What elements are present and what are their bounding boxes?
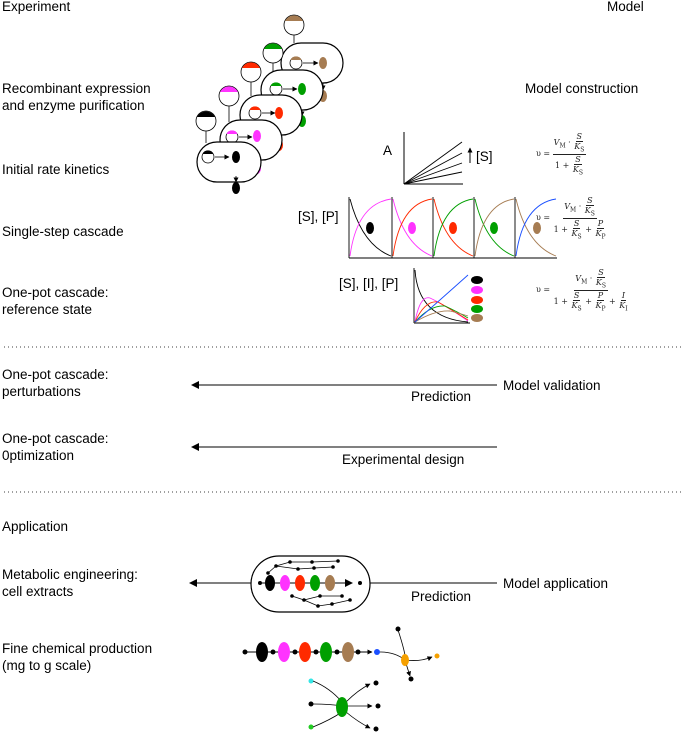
m-subscript: M xyxy=(559,142,566,150)
plus-sign: + xyxy=(609,296,616,306)
s-subscript: S xyxy=(577,305,582,313)
p-symbol: P xyxy=(597,218,604,228)
one-pot-axis-label: [S], [I], [P] xyxy=(339,276,399,291)
one-plus: 1 + xyxy=(553,296,568,306)
dot-symbol: · xyxy=(568,137,571,147)
cell-black xyxy=(195,110,262,194)
s-subscript: S xyxy=(577,233,582,241)
legend-brown xyxy=(471,314,483,322)
single-step-panel-1 xyxy=(348,197,392,259)
single-step-panel-2 xyxy=(391,197,433,259)
vm-symbol: V xyxy=(553,137,560,147)
i-symbol: I xyxy=(621,290,626,300)
one-pot-perturbations-label: One-pot cascade: perturbations xyxy=(2,367,109,399)
k-symbol: K xyxy=(574,142,581,151)
formula-v: υ = xyxy=(536,149,551,159)
single-step-label: Single-step cascade xyxy=(2,224,124,239)
prediction-label-2: Prediction xyxy=(411,589,472,604)
experimental-design-label: Experimental design xyxy=(342,452,465,467)
one-plus: 1 + xyxy=(553,224,568,234)
k-symbol: K xyxy=(595,228,602,238)
metabolic-label: Metabolic engineering: cell extracts xyxy=(2,567,138,599)
k-symbol: K xyxy=(584,206,591,215)
formula-v: υ = xyxy=(536,285,551,295)
formula-v: υ = xyxy=(536,213,551,223)
k-symbol: K xyxy=(572,164,579,174)
k-symbol: K xyxy=(619,300,626,310)
one-pot-reference-plot xyxy=(413,268,483,324)
dot-symbol: · xyxy=(589,273,593,283)
s-symbol: S xyxy=(575,154,581,164)
p-subscript: P xyxy=(601,233,606,241)
s-subscript: S xyxy=(580,146,585,154)
legend-red xyxy=(471,296,483,304)
s-symbol: S xyxy=(573,218,580,228)
single-step-axis-label: [S], [P] xyxy=(298,209,339,224)
fine-chemical-label: Fine chemical production (mg to g scale) xyxy=(2,641,153,673)
s-subscript: S xyxy=(578,169,583,177)
k-symbol: K xyxy=(595,300,602,310)
model-validation-label: Model validation xyxy=(503,378,601,393)
enzyme-red xyxy=(275,107,283,119)
enzyme-black xyxy=(232,151,240,163)
i-subscript: I xyxy=(625,305,628,313)
model-application-label: Model application xyxy=(503,576,609,591)
initial-rate-label: Initial rate kinetics xyxy=(2,162,110,177)
colony-cap-brown xyxy=(285,15,303,21)
initial-rate-s-label: [S] xyxy=(476,149,493,164)
enzyme-magenta xyxy=(253,130,261,142)
cell-red xyxy=(239,61,303,151)
vm-symbol: V xyxy=(575,273,582,283)
single-step-panel-3 xyxy=(432,197,474,259)
p-symbol: P xyxy=(597,290,604,300)
m-subscript: M xyxy=(581,278,588,286)
experiment-header: Experiment xyxy=(2,0,71,14)
m-subscript: M xyxy=(570,206,577,214)
initial-rate-plot xyxy=(403,132,473,185)
model-construction-label: Model construction xyxy=(525,81,639,96)
plus-sign: + xyxy=(585,296,592,306)
vm-symbol: V xyxy=(564,201,570,211)
enzyme-brown xyxy=(319,57,327,69)
enzyme-green xyxy=(298,83,306,95)
initial-rate-axis-label: A xyxy=(383,143,393,158)
one-pot-reference-label: One-pot cascade: reference state xyxy=(2,285,109,317)
legend-black xyxy=(471,276,483,284)
prediction-label-1: Prediction xyxy=(411,389,472,404)
single-step-panel-5 xyxy=(514,197,557,259)
one-plus: 1 + xyxy=(555,160,570,170)
s-subscript: S xyxy=(590,210,595,218)
k-symbol: K xyxy=(571,228,578,238)
plus-sign: + xyxy=(585,224,592,234)
legend-magenta xyxy=(471,286,483,294)
expression-cells xyxy=(195,14,344,194)
one-pot-optimization-label: One-pot cascade: 0ptimization xyxy=(2,431,109,463)
single-step-plots xyxy=(348,197,557,259)
s-subscript: S xyxy=(601,282,606,290)
s-symbol: S xyxy=(573,290,580,300)
legend-green xyxy=(471,305,483,313)
cell-box-black xyxy=(196,141,262,183)
recombinant-label: Recombinant expression and enzyme purifi… xyxy=(2,81,151,113)
k-symbol: K xyxy=(571,300,578,310)
k-symbol: K xyxy=(595,278,602,287)
single-step-panel-4 xyxy=(473,197,515,259)
s-symbol: S xyxy=(598,268,604,277)
p-subscript: P xyxy=(601,305,606,313)
s-symbol: S xyxy=(587,196,593,205)
application-label: Application xyxy=(2,519,69,534)
fine-chemical-diagram xyxy=(242,626,440,732)
cell-extract-diagram xyxy=(189,555,497,613)
dot-symbol: · xyxy=(578,201,582,211)
model-header: Model xyxy=(607,0,644,14)
s-symbol: S xyxy=(576,132,583,141)
